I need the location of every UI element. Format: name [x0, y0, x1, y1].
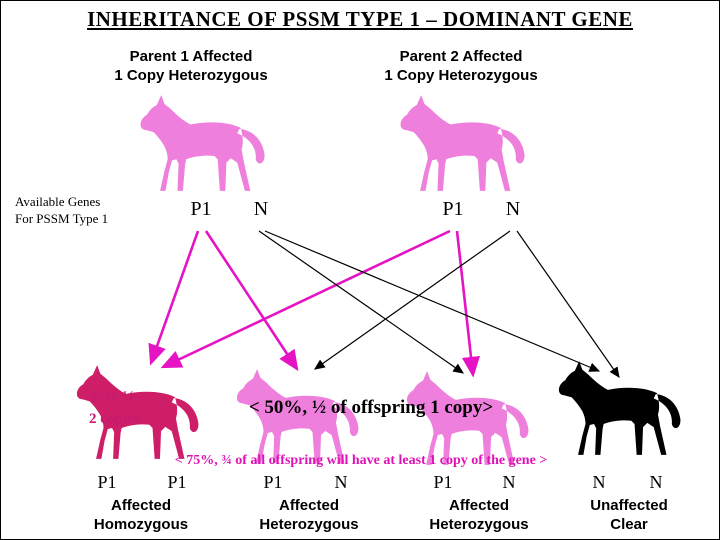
offspring4-allele-2: N: [649, 472, 663, 492]
arrow-parent1-n-to-offspring4: [264, 230, 601, 372]
parent1-gene-p1: P1: [190, 198, 212, 220]
offspring2-allele-2: N: [334, 472, 348, 492]
offspring4-status-line2: Clear: [610, 516, 648, 533]
parent1-gene-n: N: [253, 198, 269, 220]
annotation-25-percent: 25% ¼ 2 copies: [89, 386, 139, 430]
offspring2-status-label: Affected Heterozygous: [229, 496, 389, 534]
offspring2-allele-1: P1: [263, 472, 283, 492]
offspring3-status-label: Affected Heterozygous: [399, 496, 559, 534]
parent2-label-line2: 1 Copy Heterozygous: [384, 67, 538, 84]
parent1-label-line2: 1 Copy Heterozygous: [114, 67, 268, 84]
arrow-parent1-p1-to-offspring1: [148, 230, 200, 366]
annotation-25-line1: 25% ¼: [89, 389, 134, 405]
offspring3-status-line2: Heterozygous: [429, 516, 529, 533]
offspring1-allele-2: P1: [167, 472, 187, 492]
arrow-parent1-p1-to-offspring2: [204, 230, 299, 372]
offspring1-status-line2: Homozygous: [93, 516, 189, 533]
offspring3-allele-1: P1: [433, 472, 453, 492]
offspring1-allele-1: P1: [97, 472, 117, 492]
offspring3-allele-2: N: [502, 472, 516, 492]
diagram-title: INHERITANCE OF PSSM TYPE 1 – DOMINANT GE…: [87, 7, 633, 31]
available-genes-label: Available Genes For PSSM Type 1: [15, 193, 108, 227]
horse-silhouette-icon: [558, 361, 681, 455]
arrow-parent1-n-to-offspring3: [258, 230, 464, 374]
parent1-label-line1: Parent 1 Affected: [129, 48, 253, 65]
parent2-gene-p1: P1: [442, 198, 464, 220]
arrow-parent2-n-to-offspring2: [314, 230, 511, 370]
annotation-75-percent: < 75%, ¾ of all offspring will have at l…: [174, 453, 548, 468]
available-genes-line1: Available Genes: [15, 194, 101, 209]
parent2-label-line1: Parent 2 Affected: [399, 48, 523, 65]
offspring2-status-line2: Heterozygous: [259, 516, 359, 533]
arrow-parent2-n-to-offspring4: [516, 230, 620, 378]
offspring4-status-line1: Unaffected: [590, 497, 668, 514]
parent2-horse: [379, 93, 559, 193]
parent1-label: Parent 1 Affected 1 Copy Heterozygous: [76, 47, 306, 85]
offspring2-status-line1: Affected: [278, 497, 339, 514]
offspring1-status-line1: Affected: [110, 497, 171, 514]
annotation-50-percent: < 50%, ½ of offspring 1 copy>: [248, 397, 494, 418]
offspring4-allele-1: N: [592, 472, 606, 492]
horse-silhouette-icon: [140, 95, 265, 191]
parent2-label: Parent 2 Affected 1 Copy Heterozygous: [346, 47, 576, 85]
annotation-25-line2: 2 copies: [89, 411, 140, 427]
available-genes-line2: For PSSM Type 1: [15, 211, 109, 226]
parent1-horse: [119, 93, 299, 193]
offspring1-status-label: Affected Homozygous: [61, 496, 221, 534]
parent2-gene-n: N: [505, 198, 521, 220]
offspring4-horse: [551, 359, 701, 457]
arrow-parent2-p1-to-offspring1: [160, 229, 451, 369]
horse-silhouette-icon: [400, 95, 525, 191]
offspring3-status-line1: Affected: [448, 497, 509, 514]
arrow-parent2-p1-to-offspring3: [455, 230, 481, 378]
offspring4-status-label: Unaffected Clear: [549, 496, 709, 534]
